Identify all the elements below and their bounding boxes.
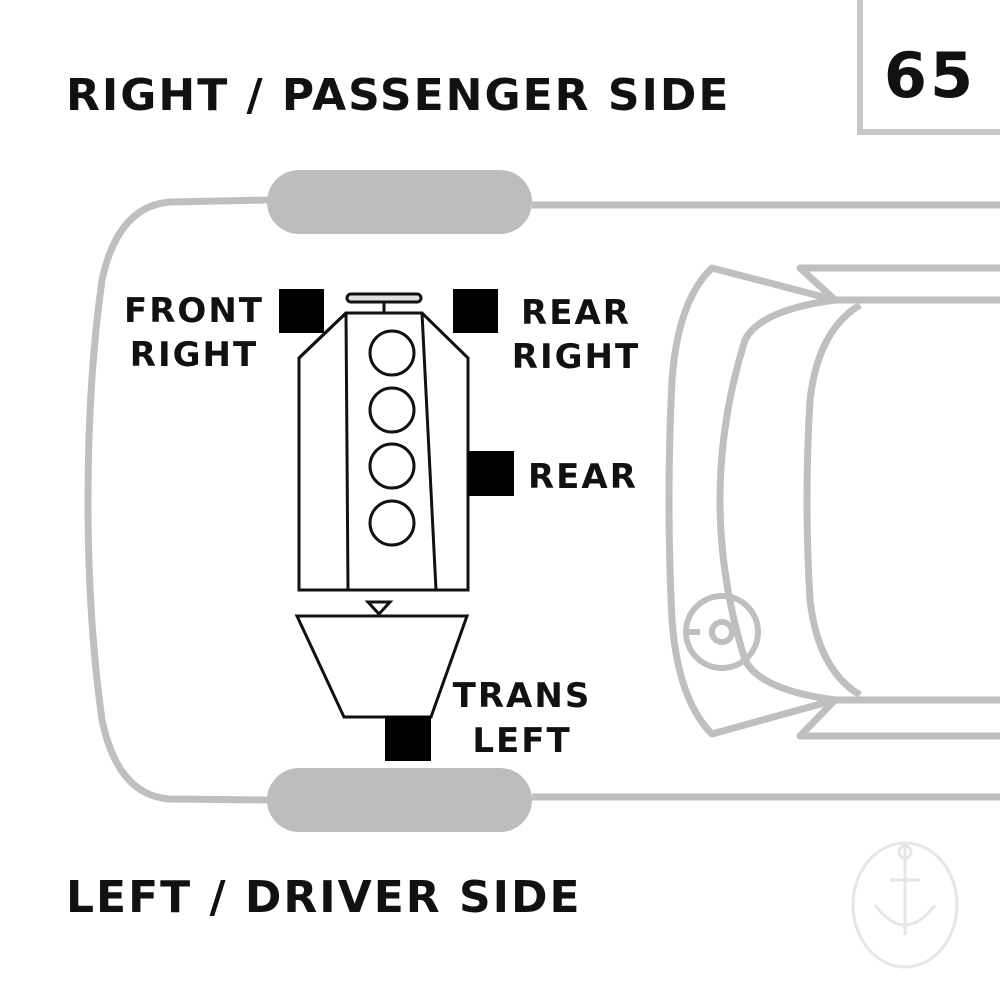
front-right-wheel [267, 170, 532, 234]
transmission-icon [294, 600, 470, 719]
engine-pulley [345, 292, 423, 304]
label-rear-right-line2: RIGHT [512, 337, 640, 377]
label-rear-right-line1: REAR [521, 293, 631, 333]
engine-head-left [344, 312, 438, 591]
engine-head-right [297, 311, 348, 360]
mount-rear-right [453, 289, 498, 333]
cylinder-1 [368, 329, 416, 377]
diagram-number-box: 65 [857, 0, 1000, 135]
anchor-logo-icon [851, 841, 959, 969]
driver-side-label: LEFT / DRIVER SIDE [66, 872, 582, 923]
car-body-contour [84, 196, 271, 804]
mount-rear [468, 451, 514, 496]
dashboard-curve [803, 301, 862, 699]
label-trans-left-line1: TRANS [453, 676, 592, 716]
label-trans-left-line2: LEFT [472, 721, 571, 761]
passenger-side-label: RIGHT / PASSENGER SIDE [66, 70, 730, 121]
cabin-outline [665, 264, 836, 738]
cylinder-2 [368, 386, 416, 434]
label-front-right-line2: RIGHT [130, 335, 258, 375]
car-body-outline [84, 196, 1000, 804]
mount-trans-left [385, 716, 431, 761]
label-front-right-line1: FRONT [124, 291, 264, 331]
label-rear: REAR [528, 457, 638, 497]
diagram-number: 65 [884, 39, 976, 112]
front-left-wheel [267, 768, 532, 832]
steering-column-icon [683, 593, 761, 671]
mount-front-right [279, 289, 324, 333]
cylinder-4 [368, 499, 416, 547]
transmission-connector [364, 600, 394, 617]
windshield-frame [716, 264, 1000, 740]
cylinder-3 [368, 442, 416, 490]
transmission-case [294, 614, 470, 719]
engine-block-icon [297, 292, 470, 592]
